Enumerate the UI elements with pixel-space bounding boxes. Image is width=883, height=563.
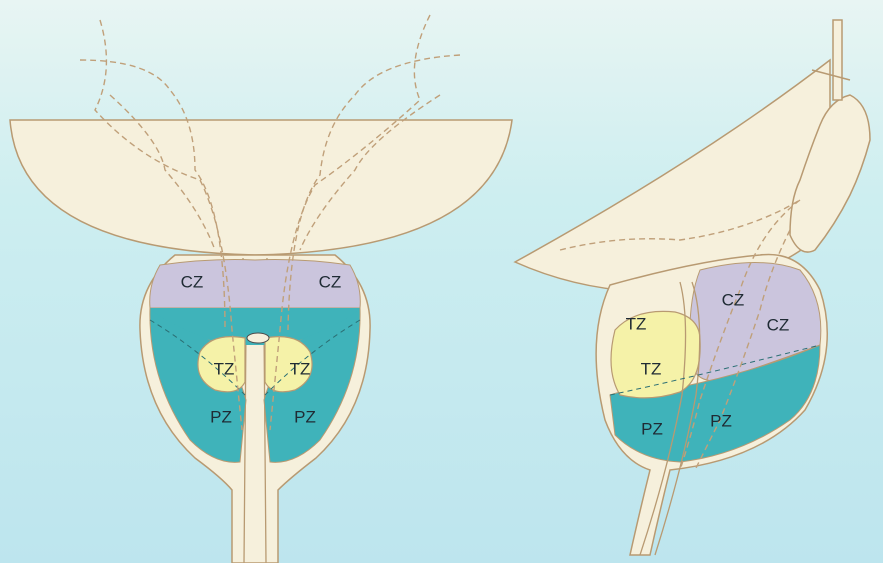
label-tz-lower-sagittal: TZ	[641, 359, 662, 378]
label-cz-lower-sagittal: CZ	[767, 315, 790, 334]
verumontanum-coronal	[247, 333, 269, 343]
label-pz-right-coronal: PZ	[294, 407, 316, 426]
label-tz-right-coronal: TZ	[290, 359, 311, 378]
label-cz-left-coronal: CZ	[181, 272, 204, 291]
label-tz-upper-sagittal: TZ	[626, 314, 647, 333]
label-pz-left-sagittal: PZ	[641, 419, 663, 438]
label-tz-left-coronal: TZ	[214, 359, 235, 378]
label-pz-right-sagittal: PZ	[710, 411, 732, 430]
label-cz-upper-sagittal: CZ	[722, 290, 745, 309]
label-pz-left-coronal: PZ	[210, 407, 232, 426]
label-cz-right-coronal: CZ	[319, 272, 342, 291]
